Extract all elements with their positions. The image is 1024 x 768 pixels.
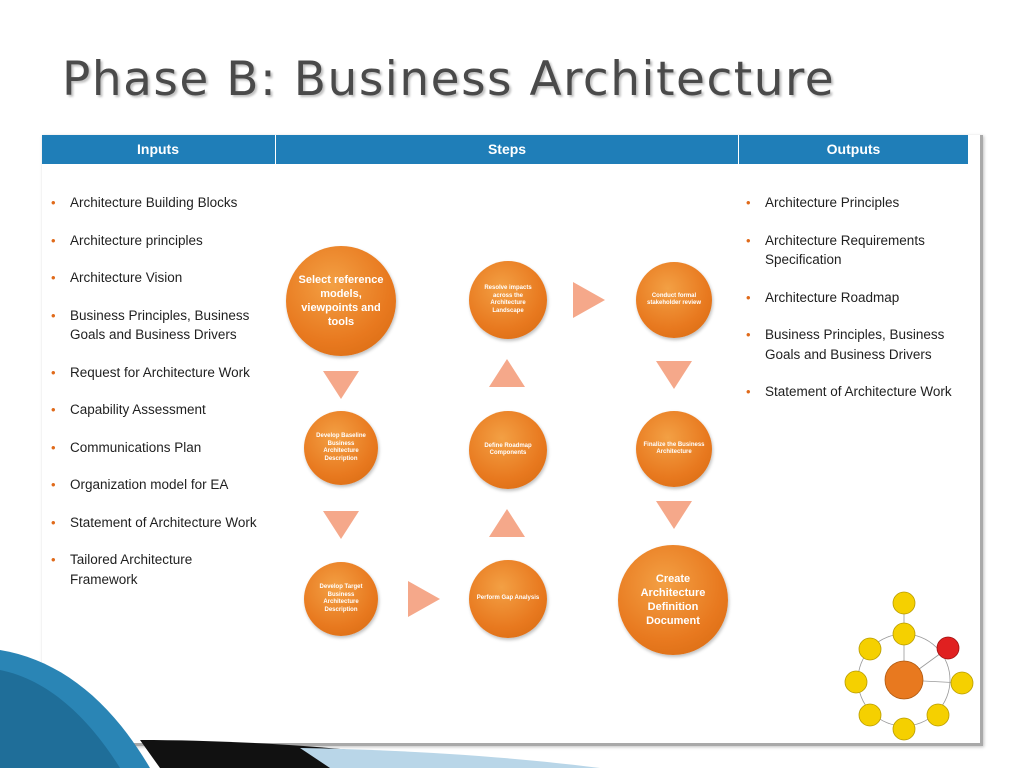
step-perform-gap-analysis: Perform Gap Analysis [469, 560, 547, 638]
slide-title: Phase B: Business Architecture [62, 52, 836, 107]
step-label: Finalize the Business Architecture [643, 441, 705, 456]
step-finalize-business-architecture: Finalize the Business Architecture [636, 411, 712, 487]
corner-swoosh-decoration [0, 650, 600, 768]
step-develop-target: Develop Target Business Architecture Des… [304, 562, 378, 636]
input-item: Organization model for EA [51, 475, 261, 495]
inputs-header: Inputs [137, 141, 179, 157]
input-item: Architecture Building Blocks [51, 193, 261, 213]
arrow-right-icon [408, 581, 440, 617]
output-item: Business Principles, Business Goals and … [746, 325, 966, 364]
step-create-definition-document: Create Architecture Definition Document [618, 545, 728, 655]
input-item: Architecture principles [51, 231, 261, 251]
step-label: Resolve impacts across the Architecture … [484, 285, 532, 314]
arrow-down-icon [323, 371, 359, 399]
output-item: Architecture Principles [746, 193, 966, 213]
arrow-down-icon [656, 361, 692, 389]
input-item: Tailored Architecture Framework [51, 550, 261, 589]
step-define-roadmap: Define Roadmap Components [469, 411, 547, 489]
input-item: Architecture Vision [51, 268, 261, 288]
inputs-list: Architecture Building Blocks Architectur… [51, 193, 261, 607]
step-resolve-impacts: Resolve impacts across the Architecture … [469, 261, 547, 339]
step-develop-baseline: Develop Baseline Business Architecture D… [304, 411, 378, 485]
arrow-up-icon [489, 509, 525, 537]
input-item: Business Principles, Business Goals and … [51, 306, 261, 345]
input-item: Request for Architecture Work [51, 363, 261, 383]
step-label: Perform Gap Analysis [476, 595, 540, 602]
output-item: Statement of Architecture Work [746, 382, 966, 402]
output-item: Architecture Roadmap [746, 288, 966, 308]
input-item: Capability Assessment [51, 400, 261, 420]
arrow-right-icon [573, 282, 605, 318]
step-label: Create Architecture Definition Document [640, 573, 706, 627]
step-label: Develop Target Business Architecture Des… [319, 584, 363, 613]
adm-cycle-icon [844, 591, 974, 741]
step-stakeholder-review: Conduct formal stakeholder review [636, 262, 712, 338]
output-item: Architecture Requirements Specification [746, 231, 966, 270]
step-label: Select reference models, viewpoints and … [298, 274, 384, 328]
step-label: Develop Baseline Business Architecture D… [316, 433, 366, 462]
table-header: Inputs Steps Outputs [42, 135, 968, 164]
step-label: Define Roadmap Components [484, 442, 532, 457]
arrow-down-icon [656, 501, 692, 529]
steps-flow: Select reference models, viewpoints and … [42, 135, 980, 743]
outputs-header: Outputs [826, 141, 881, 157]
phase-b-table: Inputs Steps Outputs Architecture Buildi… [42, 135, 983, 746]
arrow-up-icon [489, 359, 525, 387]
step-label: Conduct formal stakeholder review [646, 292, 702, 307]
arrow-down-icon [323, 511, 359, 539]
input-item: Communications Plan [51, 438, 261, 458]
step-select-reference-models: Select reference models, viewpoints and … [286, 246, 396, 356]
input-item: Statement of Architecture Work [51, 513, 261, 533]
steps-header: Steps [275, 135, 739, 164]
outputs-list: Architecture Principles Architecture Req… [746, 193, 966, 420]
